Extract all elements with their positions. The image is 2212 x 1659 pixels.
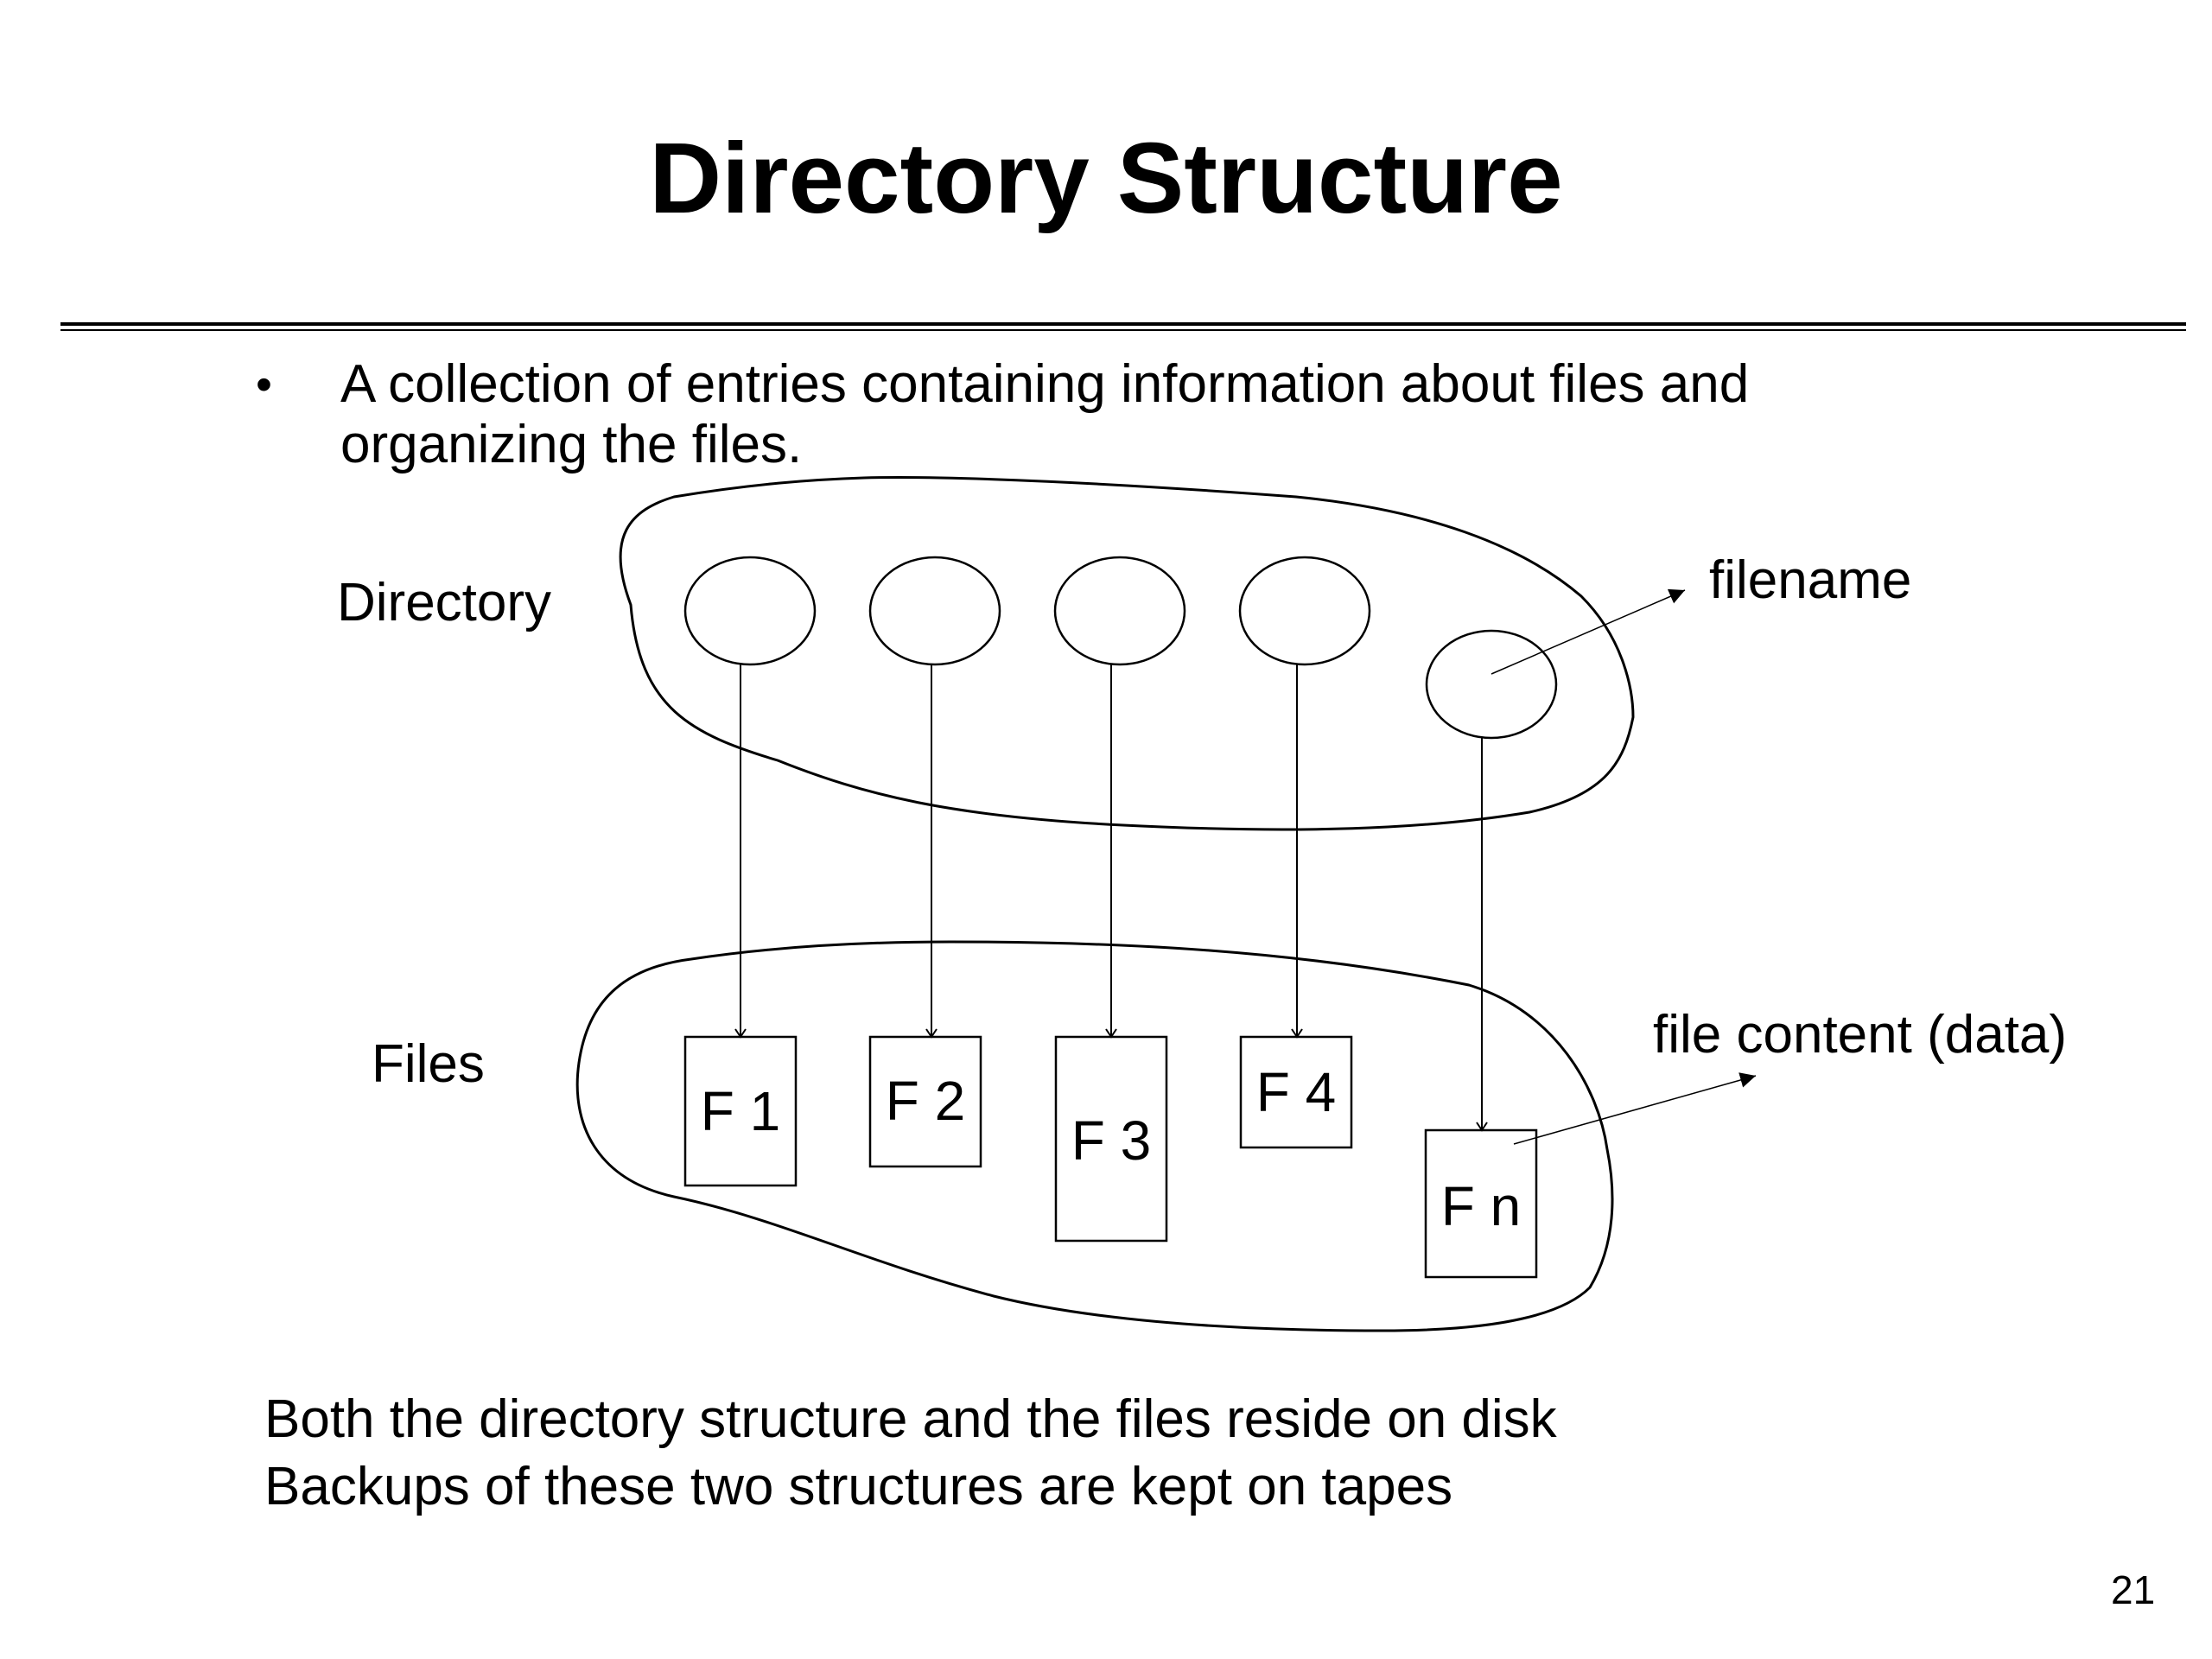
footer-line-1: Both the directory structure and the fil… <box>264 1389 1557 1449</box>
title-divider-thin <box>60 329 2186 331</box>
file-content-label: file content (data) <box>1653 1005 2067 1065</box>
footer-line-2: Backups of these two structures are kept… <box>264 1457 1453 1516</box>
title-divider <box>60 322 2186 326</box>
directory-entry-2 <box>868 556 1001 666</box>
file-box-1 <box>683 1035 798 1187</box>
bullet-marker: • <box>256 359 272 410</box>
file-label-n: F n <box>1441 1175 1521 1237</box>
file-box-2 <box>868 1035 982 1168</box>
file-label-3: F 3 <box>1071 1109 1151 1172</box>
filename-pointer <box>1491 588 1686 675</box>
directory-label: Directory <box>337 573 551 632</box>
file-label-4: F 4 <box>1256 1061 1336 1123</box>
slide-title: Directory Structure <box>649 122 1563 234</box>
file-box-4 <box>1239 1035 1353 1149</box>
file-box-n <box>1424 1128 1538 1279</box>
file-content-pointer <box>1513 1072 1757 1145</box>
page-number: 21 <box>2111 1567 2156 1612</box>
directory-entry-4 <box>1238 556 1371 666</box>
directory-entry-n <box>1425 629 1558 740</box>
files-label: Files <box>372 1034 485 1094</box>
directory-entry-1 <box>683 556 817 666</box>
directory-entry-3 <box>1053 556 1186 666</box>
file-label-1: F 1 <box>701 1080 780 1142</box>
directory-region <box>619 475 1635 831</box>
file-box-3 <box>1054 1035 1168 1243</box>
files-region <box>575 940 1614 1332</box>
filename-label: filename <box>1709 550 1911 610</box>
bullet-text: A collection of entries containing infor… <box>340 354 1750 474</box>
file-label-2: F 2 <box>886 1070 965 1132</box>
